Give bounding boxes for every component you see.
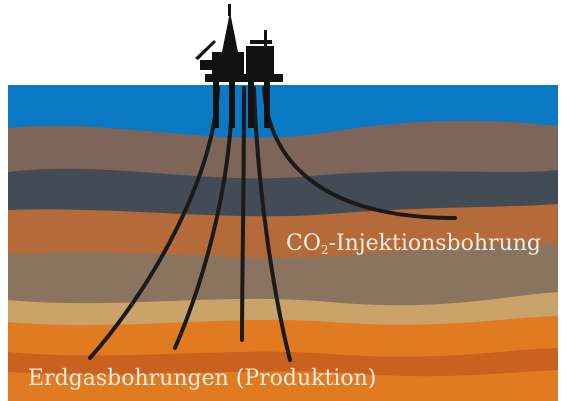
platform-mast xyxy=(228,4,231,16)
production-well-4 xyxy=(252,86,292,362)
platform-derrick xyxy=(222,12,238,52)
platform-helideck xyxy=(250,40,272,44)
platform-module xyxy=(212,52,244,74)
platform-leg xyxy=(248,78,254,128)
platform-flare xyxy=(264,30,267,46)
platform-deck xyxy=(205,74,283,82)
offshore-platform xyxy=(195,4,283,128)
platform-leg xyxy=(213,78,219,128)
platform-module xyxy=(246,46,274,74)
platform-crane xyxy=(195,40,216,60)
production-wells-label: Erdgasbohrungen (Produktion) xyxy=(28,366,377,391)
platform-leg xyxy=(229,78,235,128)
rock-layer-bottom-orange xyxy=(8,370,558,401)
platform-leg xyxy=(264,78,270,128)
platform-module xyxy=(200,60,214,70)
production-well-3 xyxy=(240,86,246,342)
co2-injection-well-label: CO2-Injektionsbohrung xyxy=(286,231,541,257)
